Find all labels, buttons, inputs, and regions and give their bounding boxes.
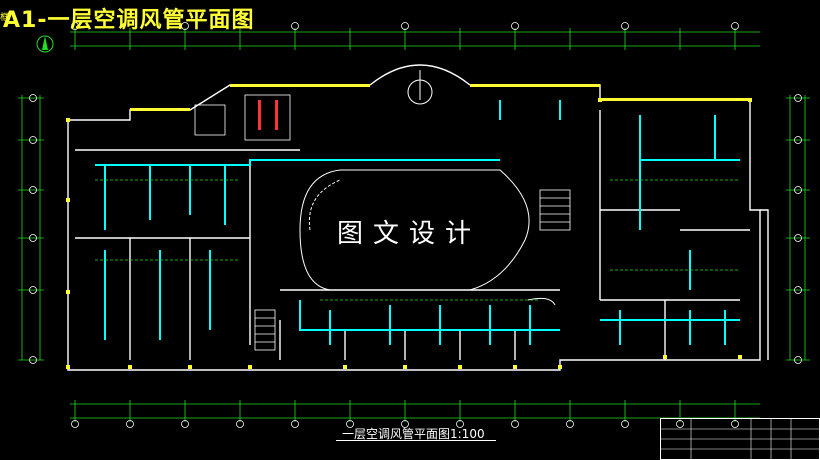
frame-mark: 框 (0, 13, 10, 23)
air-ducts (95, 100, 740, 345)
columns (66, 84, 752, 369)
plan-caption: 一层空调风管平面图1:100 (342, 427, 485, 441)
caption-underline (336, 440, 496, 441)
title-block-grid (661, 419, 819, 459)
north-arrow-icon (36, 35, 54, 53)
drawing-title: A1-一层空调风管平面图 (3, 8, 255, 33)
stairs (194, 94, 571, 351)
red-markers (258, 100, 278, 130)
atrium-oval (299, 70, 556, 306)
grid-bubbles (29, 22, 802, 428)
watermark: 图文设计 (316, 207, 502, 255)
building-walls (67, 64, 769, 371)
title-block (660, 418, 820, 460)
duct-branches (95, 179, 740, 301)
axis-ticks (18, 28, 810, 422)
